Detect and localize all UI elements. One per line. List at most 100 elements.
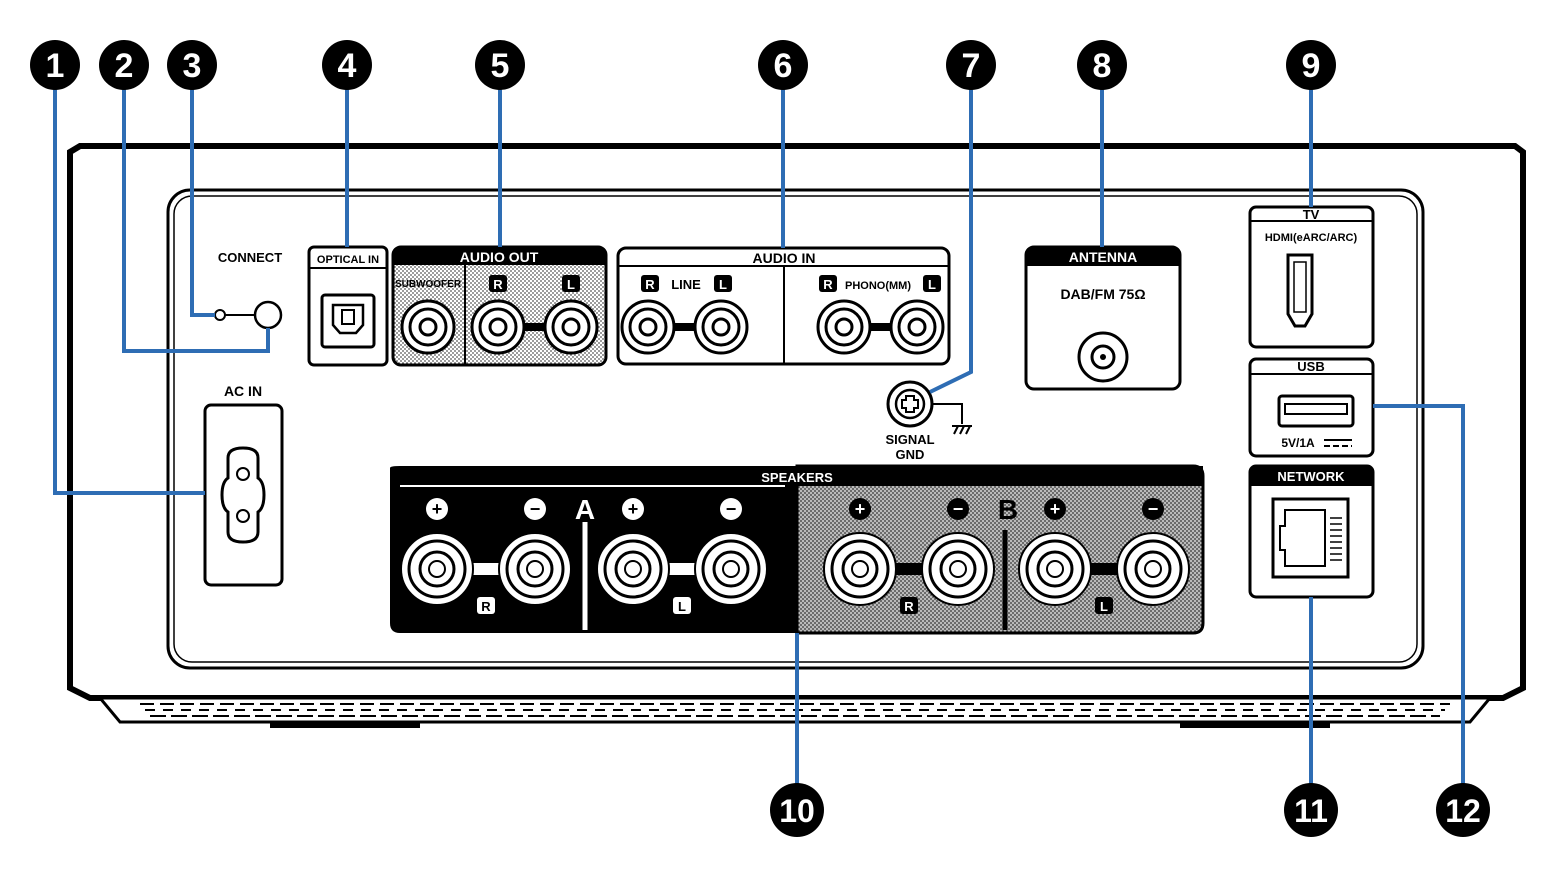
line-label: LINE — [671, 277, 701, 292]
connect-button[interactable] — [253, 300, 283, 330]
a-l-minus-mark: − — [726, 499, 737, 519]
b-l-plus-mark: + — [1050, 499, 1061, 519]
audio-out-section: AUDIO OUT SUBWOOFER R L — [391, 245, 608, 367]
connect-led — [214, 309, 226, 321]
antenna-label: ANTENNA — [1069, 249, 1137, 265]
callout-8: 8 — [1077, 40, 1127, 90]
line-l-badge: L — [719, 277, 727, 292]
ac-inlet[interactable] — [220, 446, 266, 544]
speaker-b-l-plus-terminal[interactable] — [1018, 532, 1092, 606]
phono-r-jack[interactable] — [816, 299, 872, 355]
ac-in-label: AC IN — [224, 383, 262, 399]
speaker-a-r-minus-terminal[interactable] — [498, 532, 572, 606]
line-l-jack[interactable] — [693, 299, 749, 355]
usb-section: USB 5V/1A — [1248, 357, 1375, 458]
optical-in-label: OPTICAL IN — [317, 254, 379, 266]
line-r-badge: R — [645, 277, 655, 292]
subwoofer-label: SUBWOOFER — [395, 279, 462, 290]
b-r-minus-mark: − — [953, 499, 964, 519]
audio-out-r-jack[interactable] — [470, 299, 526, 355]
leader-1 — [53, 85, 205, 495]
callout-2: 2 — [99, 40, 149, 90]
audio-in-section: AUDIO IN R LINE L R PHONO(MM) L — [616, 246, 951, 366]
svg-text:11: 11 — [1294, 793, 1328, 829]
audio-out-l-jack[interactable] — [543, 299, 599, 355]
svg-text:7: 7 — [962, 47, 981, 85]
svg-text:1: 1 — [46, 47, 65, 85]
signal-label: SIGNAL — [885, 432, 934, 447]
signal-gnd-terminal[interactable] — [886, 380, 934, 428]
antenna-jack[interactable] — [1077, 331, 1129, 383]
callouts: 1 2 3 4 5 6 7 8 9 10 11 12 — [30, 40, 1490, 837]
connect-section: CONNECT — [214, 250, 283, 330]
ethernet-port[interactable] — [1271, 497, 1350, 579]
callout-7: 7 — [946, 40, 996, 90]
ac-in-section: AC IN — [203, 383, 284, 587]
speaker-a-r-plus-terminal[interactable] — [400, 532, 474, 606]
usb-label: USB — [1297, 359, 1324, 374]
leader-3 — [190, 85, 215, 317]
phono-l-badge: L — [928, 277, 936, 292]
svg-text:3: 3 — [183, 47, 202, 85]
connect-label: CONNECT — [218, 250, 282, 265]
speaker-b-l-minus-terminal[interactable] — [1116, 532, 1190, 606]
phono-r-badge: R — [823, 277, 833, 292]
speaker-b-label: B — [998, 494, 1018, 525]
tv-label: TV — [1303, 207, 1320, 222]
subwoofer-jack[interactable] — [400, 299, 456, 355]
speaker-a-l-minus-terminal[interactable] — [694, 532, 768, 606]
svg-text:2: 2 — [115, 47, 134, 85]
polarity-markers: + − + − + − + − — [426, 498, 1164, 520]
usb-power-label: 5V/1A — [1281, 436, 1315, 450]
gnd-label: GND — [896, 447, 925, 462]
leader-2 — [122, 85, 270, 353]
optical-in-section: OPTICAL IN — [307, 245, 389, 367]
svg-text:4: 4 — [338, 47, 357, 85]
callout-11: 11 — [1284, 783, 1338, 837]
b-l-minus-mark: − — [1148, 499, 1159, 519]
callout-4: 4 — [322, 40, 372, 90]
audio-in-label: AUDIO IN — [753, 250, 816, 266]
leader-7 — [929, 85, 973, 394]
network-label: NETWORK — [1277, 469, 1345, 484]
a-l-plus-mark: + — [628, 499, 639, 519]
speakers-label: SPEAKERS — [761, 470, 833, 485]
antenna-section: ANTENNA DAB/FM 75Ω — [1024, 245, 1182, 391]
a-r-minus-mark: − — [530, 499, 541, 519]
speaker-b-r-badge: R — [904, 599, 914, 614]
callout-5: 5 — [475, 40, 525, 90]
hdmi-section: TV HDMI(eARC/ARC) — [1248, 205, 1375, 349]
hdmi-label: HDMI(eARC/ARC) — [1265, 232, 1358, 244]
speaker-a-l-plus-terminal[interactable] — [596, 532, 670, 606]
dab-fm-label: DAB/FM 75Ω — [1060, 286, 1145, 302]
network-section: NETWORK — [1248, 464, 1375, 599]
speaker-a-l-badge: L — [678, 599, 686, 614]
callout-9: 9 — [1286, 40, 1336, 90]
svg-text:6: 6 — [774, 47, 793, 85]
audio-out-label: AUDIO OUT — [460, 249, 539, 265]
callout-6: 6 — [758, 40, 808, 90]
svg-text:12: 12 — [1445, 793, 1481, 829]
callout-1: 1 — [30, 40, 80, 90]
phono-l-jack[interactable] — [889, 299, 945, 355]
audio-out-r-badge: R — [493, 277, 503, 292]
b-r-plus-mark: + — [855, 499, 866, 519]
speakers-section: SPEAKERS A B + − + − + − + − — [390, 464, 1205, 635]
speaker-b-r-minus-terminal[interactable] — [921, 532, 995, 606]
a-r-plus-mark: + — [432, 499, 443, 519]
svg-text:5: 5 — [491, 47, 510, 85]
callout-3: 3 — [167, 40, 217, 90]
speaker-a-label: A — [575, 494, 595, 525]
svg-text:9: 9 — [1302, 47, 1321, 85]
speaker-a-r-badge: R — [481, 599, 491, 614]
callout-10: 10 — [770, 783, 824, 837]
line-r-jack[interactable] — [620, 299, 676, 355]
leader-lines — [53, 85, 1465, 790]
svg-text:10: 10 — [779, 793, 815, 829]
audio-out-l-badge: L — [567, 277, 575, 292]
signal-gnd-section: SIGNAL GND — [885, 380, 972, 462]
speaker-b-r-plus-terminal[interactable] — [823, 532, 897, 606]
svg-text:8: 8 — [1093, 47, 1112, 85]
leader-12 — [1373, 404, 1465, 790]
